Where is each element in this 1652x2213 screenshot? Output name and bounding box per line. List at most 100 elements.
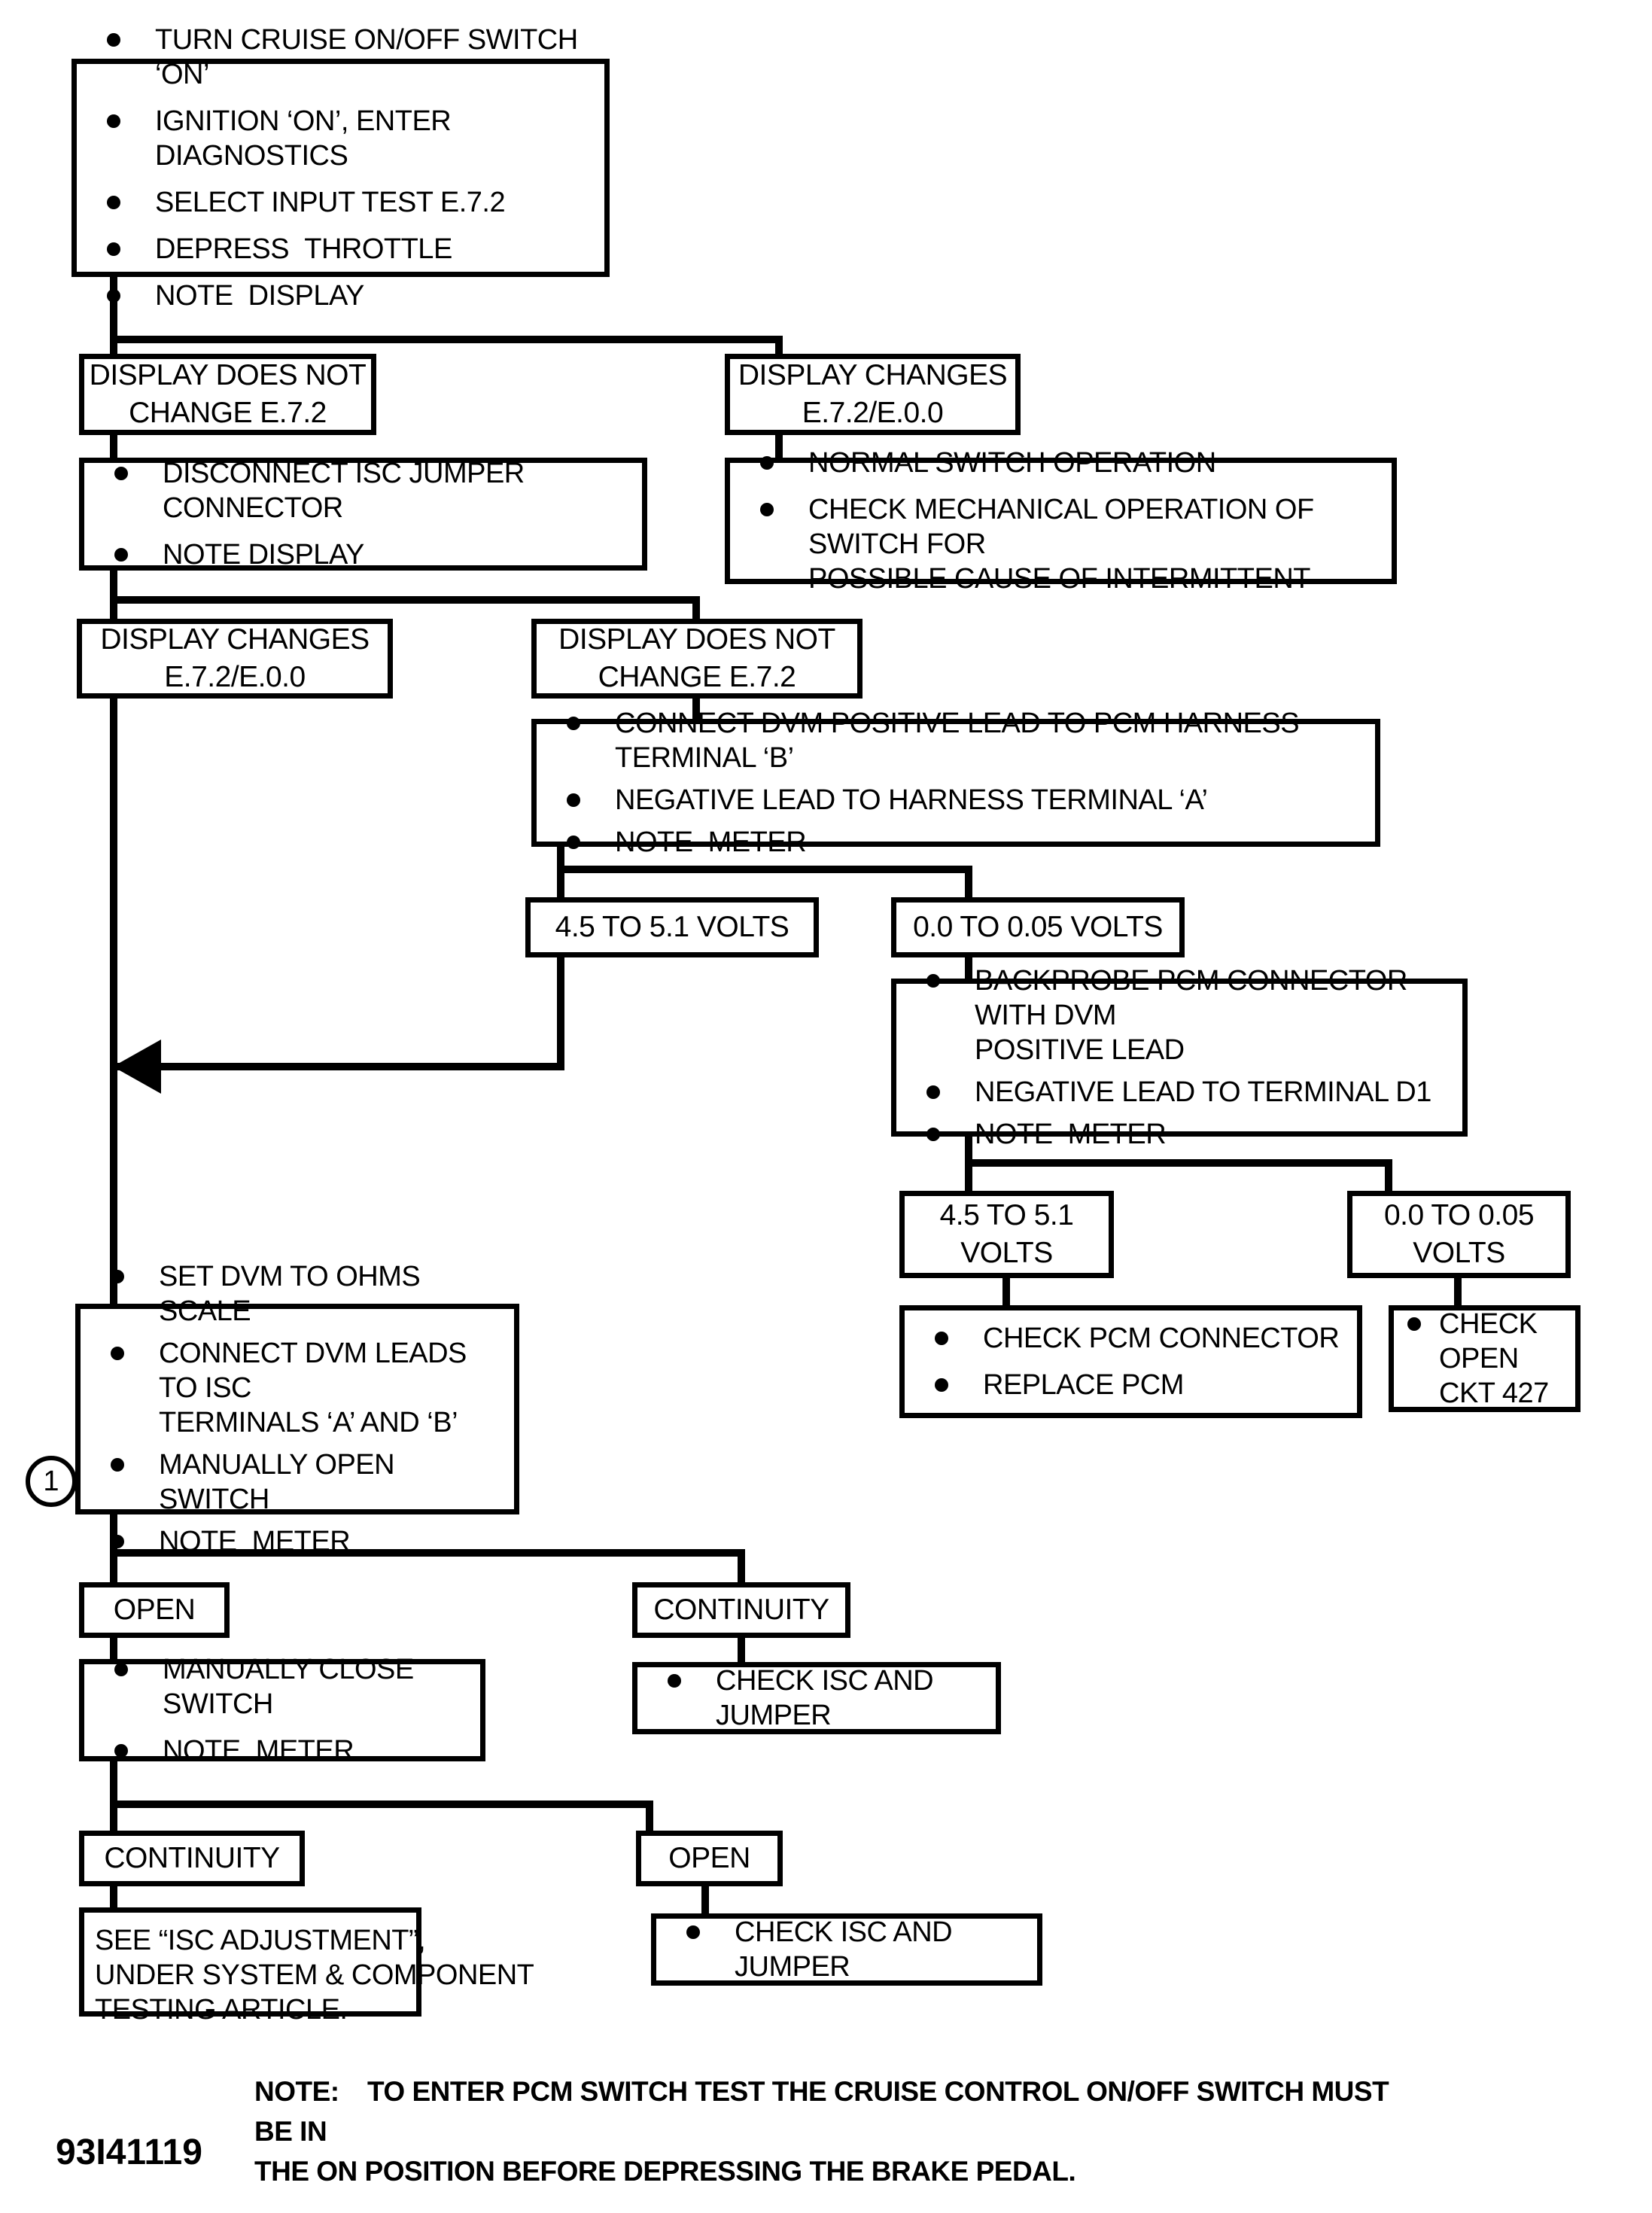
footnote-label: NOTE: xyxy=(254,2076,339,2107)
box-see-isc-adjustment: SEE “ISC ADJUSTMENT”, UNDER SYSTEM & COM… xyxy=(79,1907,534,2026)
list-item: CHECK ISC AND JUMPER xyxy=(657,1664,982,1733)
list-item: SET DVM TO OHMS SCALE xyxy=(100,1259,500,1329)
bullet-icon xyxy=(567,793,580,807)
list-item: SELECT INPUT TEST E.7.2 xyxy=(96,185,591,220)
connector-line xyxy=(110,336,783,343)
box-normal-switch: NORMAL SWITCH OPERATION CHECK MECHANICAL… xyxy=(725,447,1397,595)
bullet-icon xyxy=(107,114,120,128)
list-item: BACKPROBE PCM CONNECTOR WITH DVM POSITIV… xyxy=(916,963,1449,1067)
connector-line xyxy=(557,845,564,875)
connector-line xyxy=(110,1636,117,1659)
bullet-icon xyxy=(1407,1317,1421,1331)
bullet-icon xyxy=(107,196,120,209)
list-item: MANUALLY OPEN SWITCH xyxy=(100,1447,500,1517)
list-item: CHECK PCM CONNECTOR xyxy=(924,1321,1343,1356)
box-volts-high-1: 4.5 TO 5.1 VOLTS xyxy=(525,897,819,957)
connector-line xyxy=(775,336,783,357)
list-item: MANUALLY CLOSE SWITCH xyxy=(104,1652,467,1721)
bullet-icon xyxy=(567,836,580,849)
list-item: NOTE METER xyxy=(100,1524,500,1559)
connector-line xyxy=(110,1760,117,1808)
list-item: DISCONNECT ISC JUMPER CONNECTOR xyxy=(104,456,628,525)
bullet-icon xyxy=(107,289,120,303)
connector-line xyxy=(965,1135,972,1167)
connector-line xyxy=(110,1549,117,1582)
box-volts-low-2: 0.0 TO 0.05 VOLTS xyxy=(1347,1191,1571,1278)
bullet-icon xyxy=(111,1347,124,1360)
list-item: NOTE METER xyxy=(556,825,1361,860)
bullet-icon xyxy=(114,1744,128,1758)
list-item: CHECK OPEN CKT 427 xyxy=(1397,1307,1562,1411)
box-manually-close: MANUALLY CLOSE SWITCH NOTE METER xyxy=(79,1654,485,1767)
list-item: CONNECT DVM LEADS TO ISC TERMINALS ‘A’ A… xyxy=(100,1336,500,1440)
connector-line xyxy=(965,1159,972,1191)
connector-line xyxy=(965,956,972,979)
list-item: NORMAL SWITCH OPERATION xyxy=(750,446,1378,480)
connector-line xyxy=(110,1801,117,1831)
box-volts-low-1: 0.0 TO 0.05 VOLTS xyxy=(891,897,1185,957)
footnote-line1: TO ENTER PCM SWITCH TEST THE CRUISE CONT… xyxy=(254,2076,1389,2147)
bullet-icon xyxy=(107,242,120,256)
list-item: IGNITION ‘ON’, ENTER DIAGNOSTICS xyxy=(96,104,591,173)
connector-line xyxy=(1385,1159,1392,1191)
box-display-does-not-change-1: DISPLAY DOES NOT CHANGE E.7.2 xyxy=(79,354,376,435)
bullet-icon xyxy=(114,1663,128,1676)
list-item: CONNECT DVM POSITIVE LEAD TO PCM HARNESS… xyxy=(556,706,1361,775)
box-open-2: OPEN xyxy=(636,1831,783,1886)
left-arrowhead-icon xyxy=(113,1040,161,1094)
connector-line xyxy=(965,866,972,897)
bullet-icon xyxy=(114,548,128,562)
box-open-1: OPEN xyxy=(79,1582,230,1638)
bullet-icon xyxy=(111,1535,124,1548)
box-check-isc-2: CHECK ISC AND JUMPER xyxy=(651,1913,1042,1986)
bullet-icon xyxy=(668,1674,681,1688)
box-continuity-2: CONTINUITY xyxy=(79,1831,305,1886)
connector-line xyxy=(110,1801,653,1808)
box-volts-high-2: 4.5 TO 5.1 VOLTS xyxy=(899,1191,1114,1278)
bullet-icon xyxy=(107,33,120,47)
box-check-pcm: CHECK PCM CONNECTOR REPLACE PCM xyxy=(899,1305,1362,1418)
footnote: NOTE:TO ENTER PCM SWITCH TEST THE CRUISE… xyxy=(254,2071,1428,2191)
box-check-open-ckt: CHECK OPEN CKT 427 xyxy=(1389,1305,1581,1412)
connector-line xyxy=(692,596,700,619)
connector-line xyxy=(557,866,564,897)
list-item: DEPRESS THROTTLE xyxy=(96,232,591,266)
box-disconnect-isc: DISCONNECT ISC JUMPER CONNECTOR NOTE DIS… xyxy=(79,458,647,571)
list-item: NOTE METER xyxy=(916,1117,1449,1152)
bullet-icon xyxy=(926,1128,940,1141)
list-item: NOTE METER xyxy=(104,1734,467,1768)
box-connect-dvm: CONNECT DVM POSITIVE LEAD TO PCM HARNESS… xyxy=(531,708,1380,858)
box-backprobe: BACKPROBE PCM CONNECTOR WITH DVM POSITIV… xyxy=(891,965,1468,1150)
connector-line xyxy=(738,1549,745,1582)
connector-line xyxy=(117,1063,563,1070)
figure-id: 93I41119 xyxy=(56,2132,202,2172)
list-item: CHECK ISC AND JUMPER xyxy=(676,1915,1024,1984)
bullet-icon xyxy=(935,1378,948,1392)
bullet-icon xyxy=(567,717,580,730)
connector-line xyxy=(110,569,117,619)
list-item: REPLACE PCM xyxy=(924,1368,1343,1402)
connector-line xyxy=(110,596,700,604)
connector-line xyxy=(775,434,783,459)
callout-1: 1 xyxy=(26,1456,77,1507)
bullet-icon xyxy=(686,1925,700,1939)
list-item: NEGATIVE LEAD TO HARNESS TERMINAL ‘A’ xyxy=(556,783,1361,817)
bullet-icon xyxy=(760,503,774,516)
box-display-changes-1: DISPLAY CHANGES E.7.2/E.0.0 xyxy=(725,354,1021,435)
bullet-icon xyxy=(935,1332,948,1345)
connector-line xyxy=(110,274,117,354)
list-item: NEGATIVE LEAD TO TERMINAL D1 xyxy=(916,1075,1449,1110)
box-display-changes-2: DISPLAY CHANGES E.7.2/E.0.0 xyxy=(77,619,393,699)
bullet-icon xyxy=(926,1085,940,1099)
bullet-icon xyxy=(111,1458,124,1472)
connector-line xyxy=(557,956,564,1070)
connector-line xyxy=(110,434,117,459)
connector-line xyxy=(557,866,972,873)
connector-line xyxy=(1454,1277,1462,1305)
connector-line xyxy=(110,697,117,1304)
list-item: TURN CRUISE ON/OFF SWITCH ‘ON’ xyxy=(96,23,591,92)
connector-line xyxy=(738,1636,745,1662)
bullet-icon xyxy=(111,1270,124,1283)
box-display-does-not-change-2: DISPLAY DOES NOT CHANGE E.7.2 xyxy=(531,619,863,699)
